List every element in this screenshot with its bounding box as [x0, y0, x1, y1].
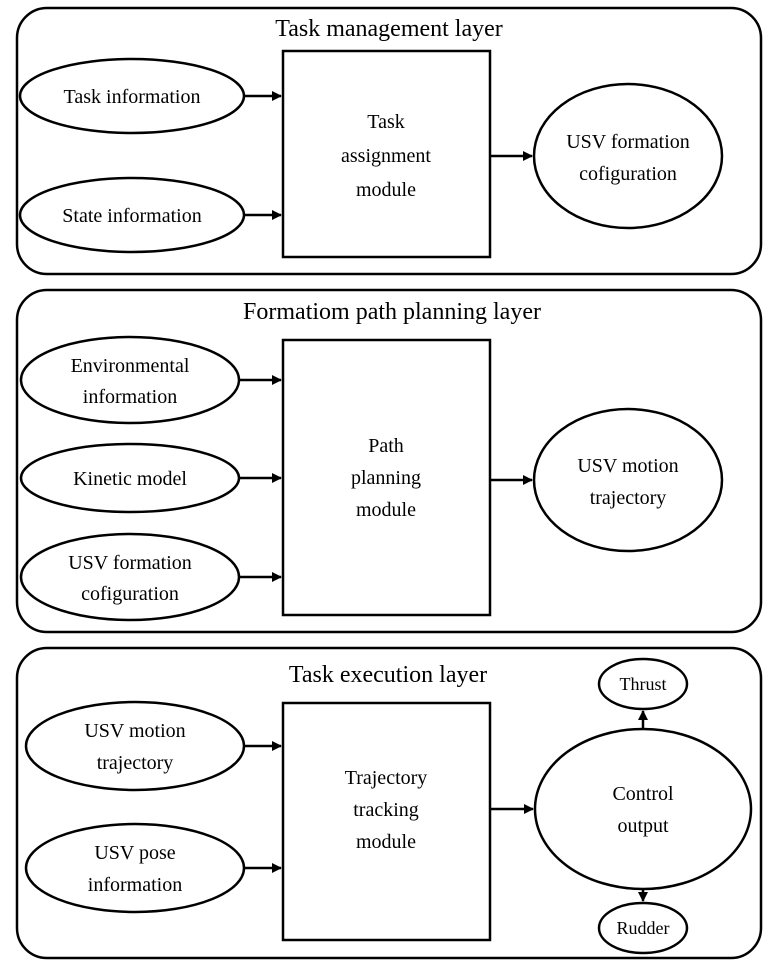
node-label: information [88, 874, 182, 896]
module-label-line: module [356, 179, 416, 201]
node-label: Rudder [617, 918, 670, 938]
module-label-line: Path [368, 435, 404, 457]
usv-pose-information-node: USV pose information [24, 822, 246, 914]
node-label: Environmental [71, 355, 190, 377]
module-label-line: planning [351, 467, 421, 489]
usv-motion-trajectory-input: USV motion trajectory [24, 700, 246, 792]
module-label-line: Trajectory [345, 767, 428, 789]
node-label: USV pose [94, 842, 175, 864]
usv-formation-configuration-output: USV formation cofiguration [532, 82, 724, 230]
node-label: USV motion [84, 720, 185, 742]
node-label: Task information [64, 86, 201, 108]
node-label: State information [62, 205, 201, 227]
kinetic-model-node: Kinetic model [19, 442, 241, 514]
module-label-line: assignment [341, 145, 431, 167]
layer-title: Task management layer [275, 16, 503, 42]
layer-title: Task execution layer [289, 662, 487, 688]
node-label: USV formation [68, 552, 192, 574]
node-label: cofiguration [81, 583, 179, 605]
environmental-information-node: Environmental information [19, 335, 241, 425]
node-label: cofiguration [579, 163, 677, 185]
node-label: information [83, 386, 177, 408]
task-information-node: Task information [18, 57, 246, 135]
node-label: Kinetic model [73, 468, 187, 490]
path-planning-module: Path planning module [281, 338, 492, 617]
usv-formation-configuration-input: USV formation cofiguration [19, 532, 241, 622]
trajectory-tracking-module: Trajectory tracking module [281, 701, 492, 942]
node-label: Thrust [620, 674, 667, 694]
module-label-line: module [356, 499, 416, 521]
node-label: trajectory [97, 752, 174, 774]
task-execution-layer: Task execution layer USV motion trajecto… [15, 646, 763, 960]
control-output-node: Control output [533, 727, 753, 891]
formation-path-planning-layer: Formatiom path planning layer Environmen… [15, 288, 763, 634]
layer-title: Formatiom path planning layer [243, 299, 541, 325]
node-label: USV formation [566, 131, 690, 153]
rudder-node: Rudder [597, 901, 689, 955]
task-management-layer: Task management layer Task information S… [15, 6, 763, 276]
state-information-node: State information [18, 176, 246, 254]
node-label: USV motion [577, 455, 678, 477]
usv-motion-trajectory-output: USV motion trajectory [532, 407, 724, 553]
thrust-node: Thrust [597, 657, 689, 711]
module-label-line: tracking [353, 799, 419, 821]
node-label: Control [612, 783, 674, 805]
module-label-line: Task [367, 111, 404, 133]
module-label-line: module [356, 831, 416, 853]
node-label: trajectory [590, 487, 667, 509]
task-assignment-module: Task assignment module [281, 49, 492, 259]
node-label: output [617, 815, 669, 837]
